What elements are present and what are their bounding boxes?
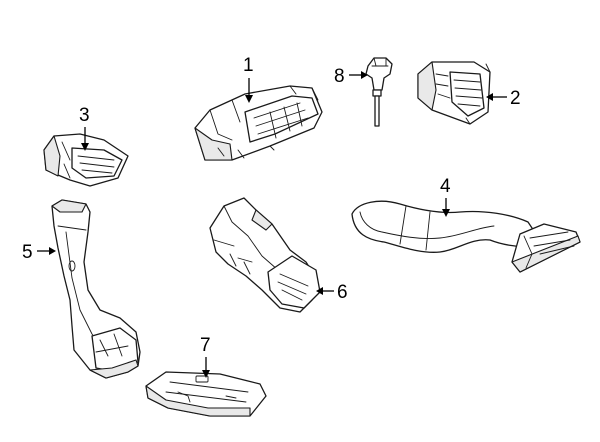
part-3-small-vent[interactable]	[43, 133, 129, 187]
callout-5: 5	[22, 242, 56, 263]
callout-8-label: 8	[334, 66, 345, 87]
callout-6: 6	[316, 282, 348, 303]
callout-2-label: 2	[510, 88, 521, 109]
callout-6-label: 6	[337, 282, 348, 303]
part-2-side-vent[interactable]	[417, 61, 491, 125]
callout-4-label: 4	[440, 176, 451, 197]
callout-1-label: 1	[243, 55, 254, 76]
part-7-floor-duct[interactable]	[145, 371, 267, 417]
part-4-long-duct[interactable]	[351, 200, 581, 273]
part-6-angled-duct[interactable]	[209, 197, 321, 313]
part-5-vertical-duct[interactable]	[51, 199, 141, 379]
callout-8: 8	[334, 66, 368, 87]
callout-2: 2	[486, 88, 521, 109]
part-8-sensor[interactable]	[365, 57, 393, 127]
part-1-center-vent[interactable]	[194, 85, 323, 161]
callout-3: 3	[79, 105, 90, 151]
callout-5-label: 5	[22, 242, 33, 263]
callout-3-label: 3	[79, 105, 90, 126]
callout-7: 7	[200, 335, 211, 378]
callout-7-label: 7	[200, 335, 211, 356]
callout-4: 4	[440, 176, 451, 217]
callout-1: 1	[243, 55, 254, 103]
